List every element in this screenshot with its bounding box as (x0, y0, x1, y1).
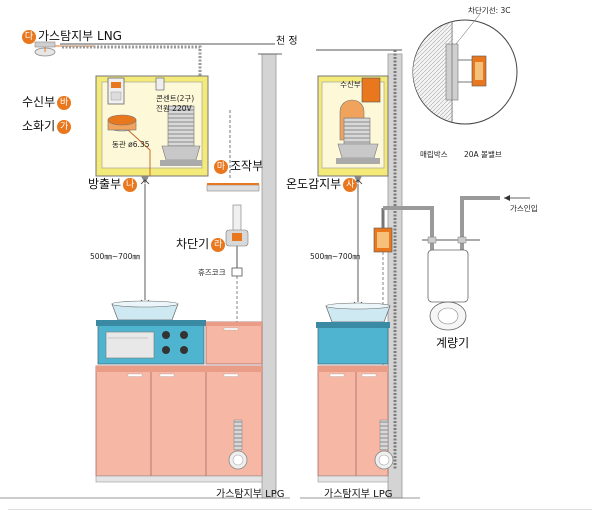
lpg-right-label: 가스탐지부 LPG (324, 489, 393, 500)
ceiling-label: 천 정 (276, 36, 298, 47)
control-badge: 마 (214, 159, 228, 174)
temp-sensor-text: 온도감지부 (286, 177, 342, 191)
meter-label: 계량기 (436, 336, 470, 350)
right-temp-sensor (353, 176, 363, 307)
right-plinth (317, 475, 389, 483)
receiver-badge: 바 (57, 95, 72, 110)
lng-detector (34, 41, 95, 57)
left-discharge-nozzle (140, 176, 150, 305)
control-unit (206, 183, 260, 192)
detail-circle (412, 13, 518, 125)
copper-pipe-label: 동관 ø6.35 (112, 140, 150, 149)
lng-badge: 다 (22, 29, 36, 44)
burial-box-label: 매립박스 (420, 150, 448, 159)
cutoff-wire-label: 차단기선: 3C (468, 6, 511, 15)
receiver-text: 수신부 (22, 95, 56, 109)
right-shutoff-valve (373, 206, 434, 470)
ball-valve-label: 20A 볼밸브 (464, 150, 502, 159)
shutoff-text: 차단기 (176, 237, 210, 251)
right-pot (325, 302, 391, 323)
lpg-detector-left (228, 419, 248, 470)
temp-badge: 사 (343, 177, 358, 192)
left-stove (96, 320, 206, 365)
left-range-hood (95, 75, 209, 177)
lpg-left-label: 가스탐지부 LPG (216, 489, 285, 500)
power-label: 전원 220V (156, 104, 192, 113)
shutoff-badge: 라 (211, 237, 226, 252)
lpg-detector-right (374, 419, 394, 470)
left-upper-side-cabinet (205, 321, 263, 365)
gas-meter-body (427, 249, 469, 331)
discharge-text: 방출부 (88, 177, 122, 191)
right-wall (316, 49, 403, 499)
lng-title: 가스탐지부 LNG (38, 29, 122, 43)
extinguisher-badge: 가 (57, 119, 72, 134)
right-stove (316, 322, 390, 365)
control-text: 조작부 (230, 159, 264, 173)
right-range-hood (317, 75, 389, 177)
outlet-label: 콘센트(2구) (156, 94, 195, 103)
fuse-cock-label: 휴즈코크 (198, 268, 226, 277)
distance-left-label: 500㎜~700㎜ (90, 252, 140, 261)
gas-inlet-label: 가스인입 (510, 204, 538, 213)
extinguisher-text: 소화기 (22, 119, 56, 133)
receiver-right-label: 수신부 (340, 80, 361, 89)
discharge-badge: 나 (123, 177, 138, 192)
lng-wire-to-hood (62, 45, 202, 78)
distance-right-label: 500㎜~700㎜ (310, 252, 360, 261)
left-pot (111, 300, 179, 321)
left-plinth (95, 475, 263, 483)
bottom-rule (8, 509, 592, 510)
